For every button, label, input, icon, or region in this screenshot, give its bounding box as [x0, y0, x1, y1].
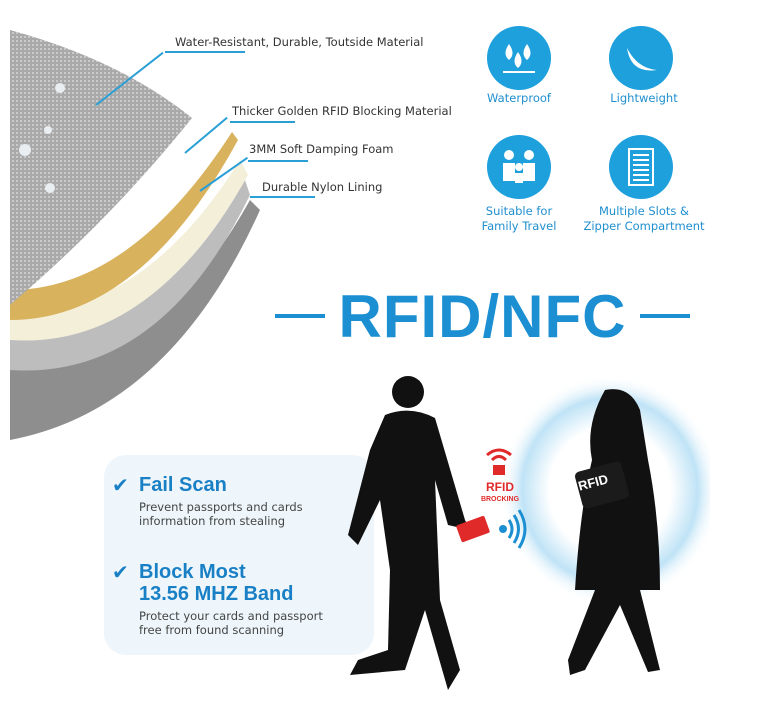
- layer-label-lining: Durable Nylon Lining: [262, 180, 383, 194]
- family-icon: [487, 135, 551, 199]
- leader-line: [230, 121, 295, 123]
- title-rule-right: [640, 314, 690, 318]
- fabric-layers-illustration: [10, 30, 260, 440]
- feature-line: Family Travel: [481, 219, 557, 233]
- badge-line: RFID: [486, 480, 514, 494]
- leader-line: [165, 51, 245, 53]
- heading-line: 13.56 MHZ Band: [139, 583, 294, 605]
- layer-label-rfid: Thicker Golden RFID Blocking Material: [232, 104, 452, 118]
- feather-icon: [609, 26, 673, 90]
- rfid-blocking-badge: RFID BROCKING: [470, 480, 530, 505]
- water-drops-icon: [487, 26, 551, 90]
- feature-label-waterproof: Waterproof: [487, 91, 551, 105]
- feature-line: Suitable for: [485, 204, 553, 218]
- benefit-line: free from found scanning: [139, 623, 285, 637]
- title-rule-left: [275, 314, 325, 318]
- checkmark-icon: ✔: [112, 560, 129, 584]
- signal-waves-icon: [497, 508, 531, 554]
- feature-label-lightweight: Lightweight: [610, 91, 678, 105]
- badge-line: BROCKING: [480, 496, 520, 503]
- checkmark-icon: ✔: [112, 473, 129, 497]
- slots-icon: [609, 135, 673, 199]
- layer-label-foam: 3MM Soft Damping Foam: [249, 142, 394, 156]
- rfid-scene-illustration: [348, 375, 710, 690]
- benefits-card: [104, 455, 374, 655]
- feature-line: Multiple Slots &: [599, 204, 689, 218]
- feature-label-slots: Multiple Slots &Zipper Compartment: [574, 204, 714, 234]
- layer-label-outside: Water-Resistant, Durable, Toutside Mater…: [175, 35, 424, 49]
- benefit-line: Protect your cards and passport: [139, 609, 323, 623]
- page-title: RFID/NFC: [338, 283, 627, 350]
- benefit-line: information from stealing: [139, 514, 286, 528]
- heading-line: Block Most: [139, 561, 246, 583]
- feature-line: Zipper Compartment: [583, 219, 705, 233]
- leader-line: [250, 196, 315, 198]
- wifi-lock-icon: [481, 445, 517, 485]
- leader-line: [248, 160, 308, 162]
- benefit-heading: Fail Scan: [139, 474, 227, 496]
- benefit-line: Prevent passports and cards: [139, 500, 303, 514]
